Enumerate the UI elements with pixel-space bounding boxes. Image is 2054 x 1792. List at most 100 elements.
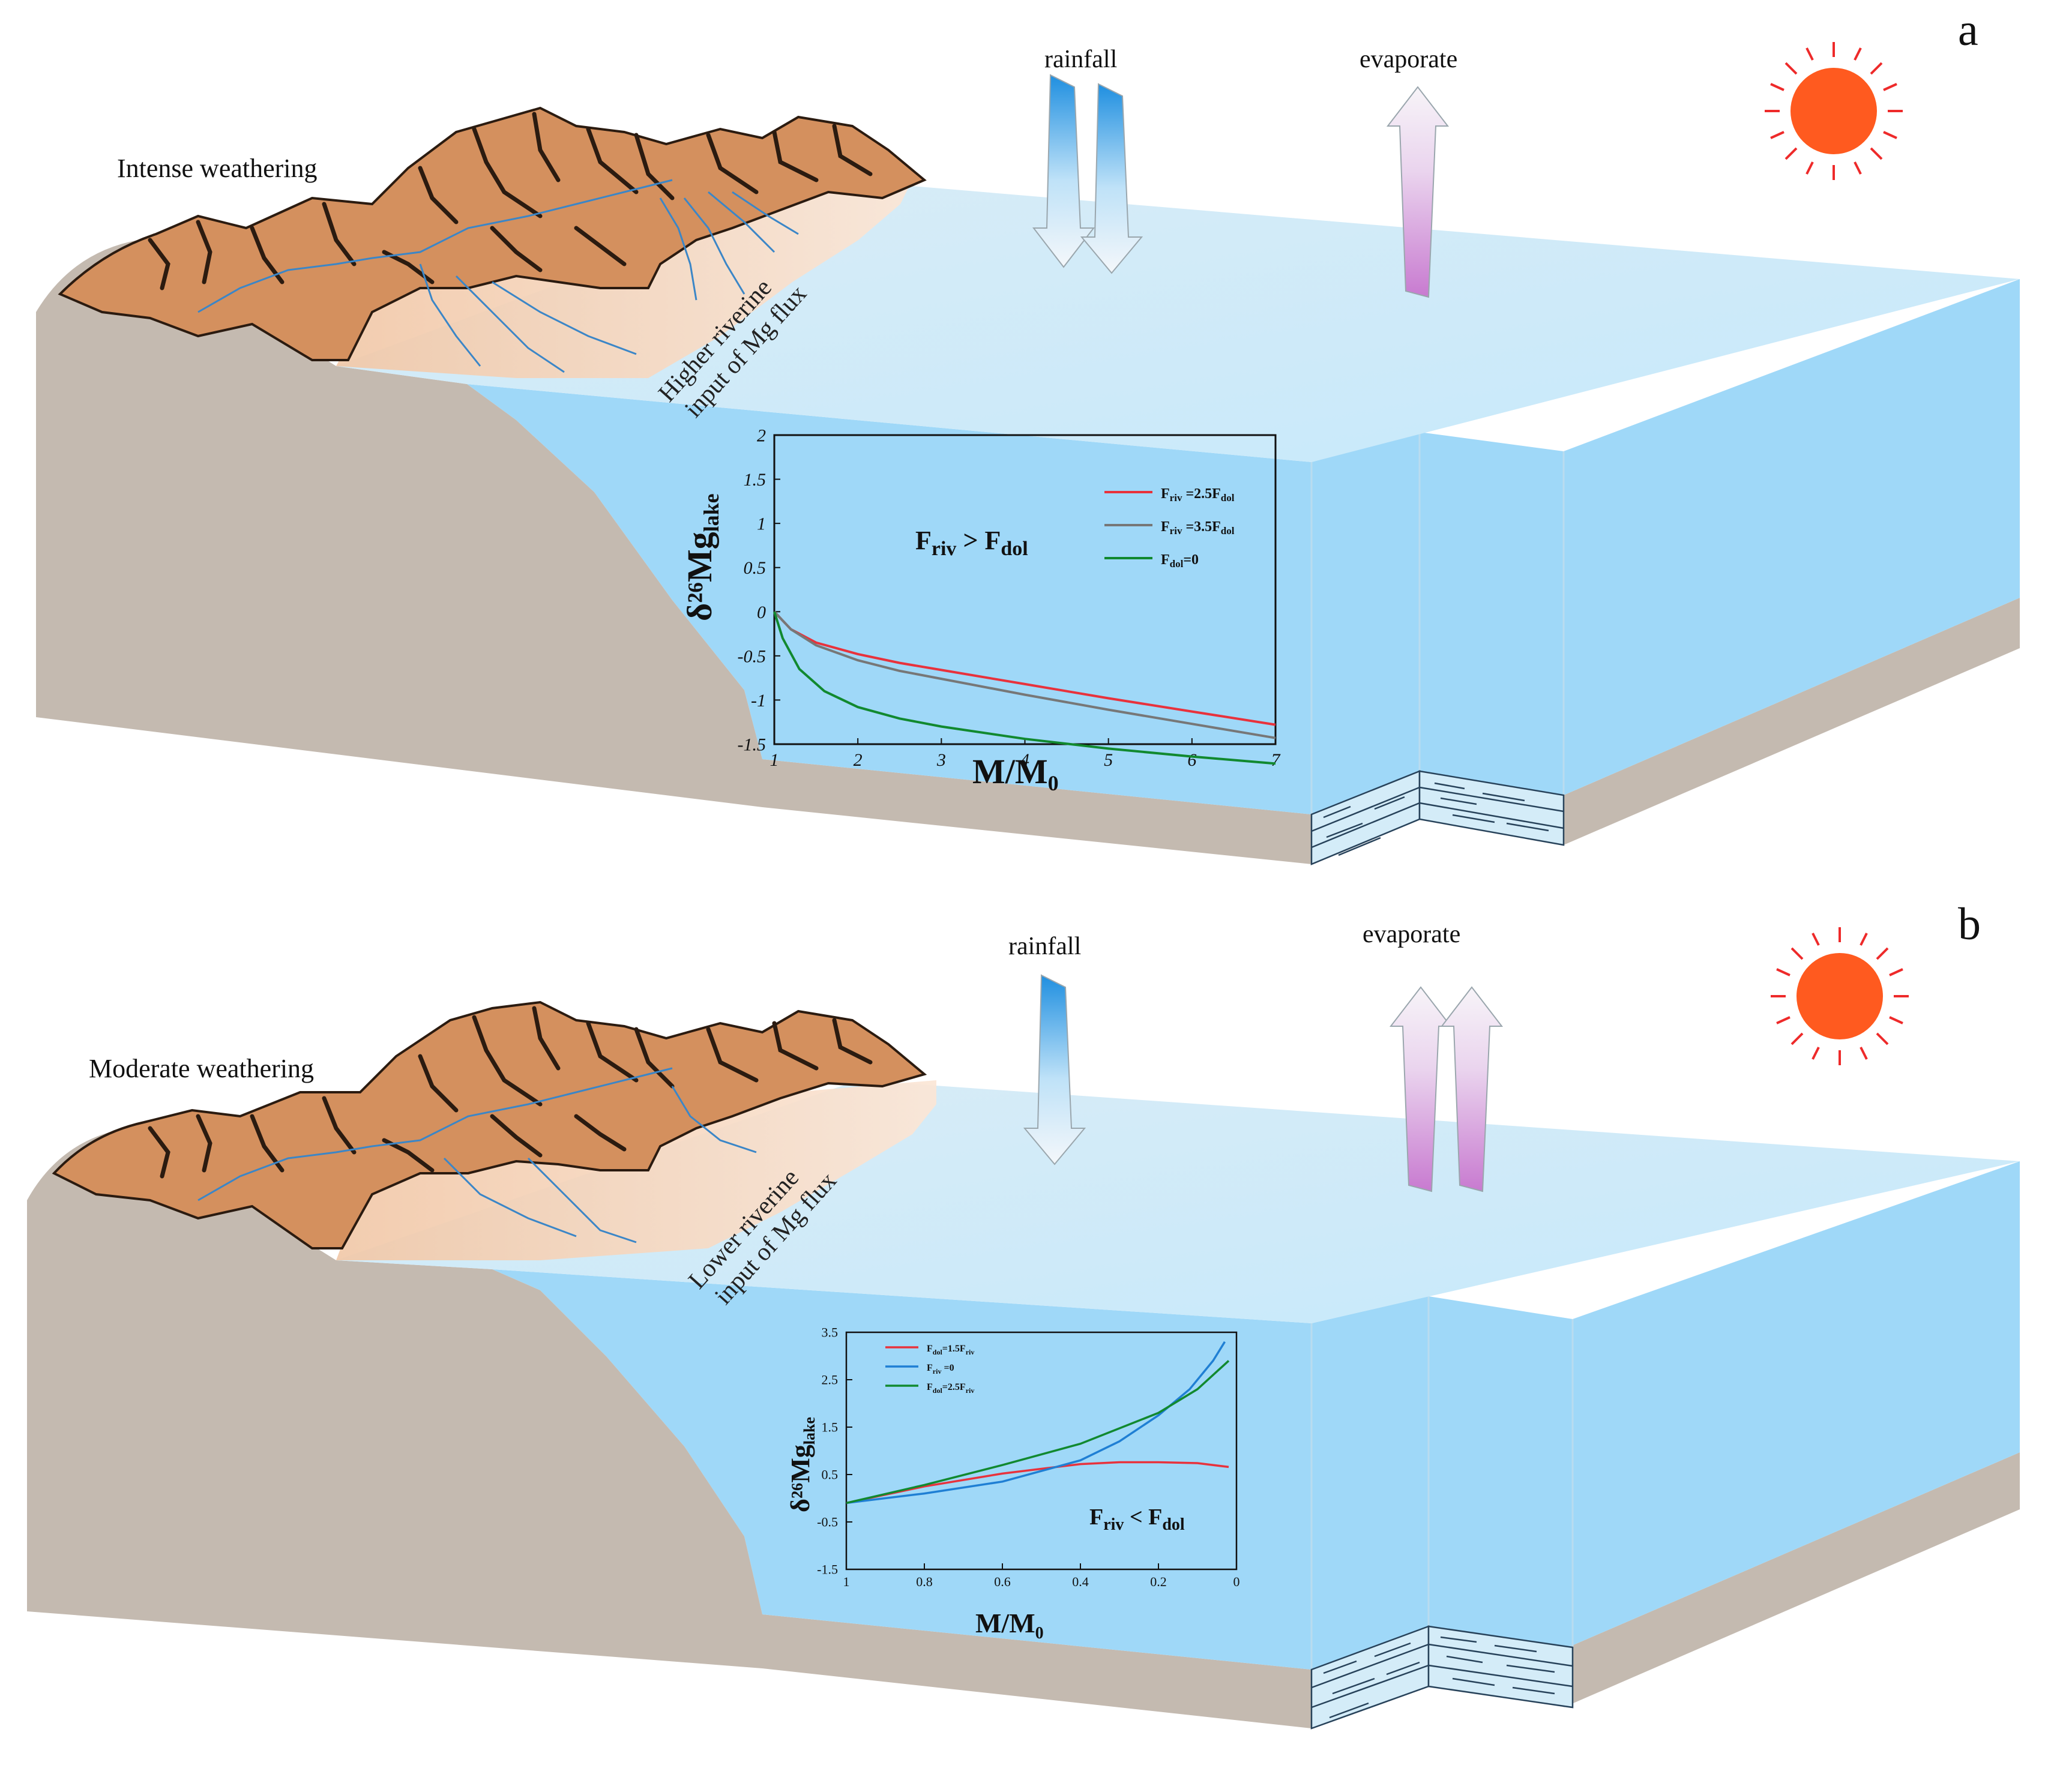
ylabel-sub: lake <box>801 1417 818 1445</box>
sun-icon <box>1771 927 1909 1065</box>
evaporate-arrows-b <box>1389 986 1504 1192</box>
lake-side-face <box>1312 1161 2020 1670</box>
ground-base-right <box>1564 598 2020 845</box>
panel-letter: a <box>1958 5 1978 55</box>
y-tick-label: 1.5 <box>822 1420 839 1435</box>
cond-op: > F <box>956 526 1001 555</box>
xlabel-sub: 0 <box>1035 1624 1044 1643</box>
x-tick-label: 0.4 <box>1072 1574 1089 1589</box>
svg-text:δ²⁶Mglake: δ²⁶Mglake <box>680 493 723 621</box>
cond-sub2: dol <box>1001 538 1028 560</box>
series-line-1 <box>846 1461 1229 1505</box>
series-line-3 <box>773 611 1276 765</box>
chart-b-frame <box>845 1331 1238 1571</box>
lake-front-face <box>467 384 1312 814</box>
rainfall-arrow-1 <box>1023 974 1086 1165</box>
evaporate-arrow-1 <box>1386 86 1450 298</box>
y-tick-label: 0.5 <box>822 1467 839 1482</box>
x-tick-label: 3 <box>936 750 946 770</box>
rainfall-arrows-b <box>1023 974 1086 1165</box>
rainfall-arrows-a <box>1032 74 1143 274</box>
panel-b: b rainfall evaporate Moderate weathering… <box>27 899 2020 1730</box>
panel-a: a rainfall evaporate Intense weathering … <box>36 5 2020 865</box>
evaporate-arrow-2 <box>1440 986 1504 1192</box>
rainfall-label: rainfall <box>1008 933 1081 960</box>
legend-entry: Fdol=2.5Friv <box>927 1382 974 1395</box>
chart-b-xlabel: M/M0 <box>975 1608 1044 1643</box>
x-tick-label: 2 <box>854 750 863 770</box>
legend-entry: Friv =3.5Fdol <box>1161 519 1235 537</box>
weathering-label: Intense weathering <box>117 154 318 183</box>
chart-a-ylabel: δ²⁶Mglake <box>680 493 723 621</box>
series-line-2 <box>773 610 1276 739</box>
y-tick-label: 3.5 <box>822 1325 839 1340</box>
legend-entry: Friv =0 <box>927 1363 954 1376</box>
y-tick-label: -0.5 <box>817 1515 838 1530</box>
y-tick-label: 2.5 <box>822 1373 839 1388</box>
chart-b-ylabel: δ²⁶Mglake <box>786 1417 818 1512</box>
cond-sub1: riv <box>932 538 957 560</box>
rainfall-arrow-1 <box>1032 74 1095 268</box>
y-tick-label: -1.5 <box>817 1562 838 1577</box>
river-network <box>197 179 799 373</box>
chart-a-condition: Friv > Fdol <box>915 526 1028 560</box>
series-line-2 <box>846 1341 1226 1505</box>
river-network <box>197 1067 757 1243</box>
x-tick-label: 6 <box>1187 750 1196 770</box>
ylabel-sub: lake <box>699 493 723 532</box>
ground-base-right <box>1564 1452 2020 1707</box>
lake-side-face <box>1312 279 2020 814</box>
chart-b-condition: Friv < Fdol <box>1089 1505 1185 1534</box>
panel-letter: b <box>1958 899 1981 949</box>
ylabel-main: δ²⁶Mg <box>786 1445 815 1512</box>
x-tick-label: 0.2 <box>1150 1574 1167 1589</box>
rock-cliff <box>36 240 762 807</box>
xlabel-sub: 0 <box>1048 771 1059 795</box>
y-tick-label: -0.5 <box>738 646 766 666</box>
y-tick-label: 2 <box>757 426 766 446</box>
xlabel-main: M/M <box>972 752 1048 791</box>
evaporate-label: evaporate <box>1363 921 1460 948</box>
legend-entry: Fdol=1.5Friv <box>927 1344 974 1356</box>
x-tick-label: 1 <box>770 750 779 770</box>
cond-sub2: dol <box>1162 1515 1185 1534</box>
cond-op: < F <box>1124 1505 1162 1530</box>
dolomite-block-b <box>1310 1625 1574 1730</box>
x-tick-label: 0.8 <box>916 1574 933 1589</box>
x-tick-label: 1 <box>843 1574 850 1589</box>
y-tick-label: -1 <box>751 691 766 711</box>
x-tick-label: 0 <box>1233 1574 1240 1589</box>
rock-cliff <box>27 1128 762 1668</box>
x-tick-label: 5 <box>1104 750 1113 770</box>
series-line-3 <box>846 1360 1230 1505</box>
mountain-ridges <box>148 112 873 290</box>
sun-icon <box>1765 42 1903 180</box>
ground-base <box>762 759 1312 864</box>
weathering-label: Moderate weathering <box>89 1054 314 1083</box>
rainfall-label: rainfall <box>1044 46 1117 73</box>
y-tick-label: 0.5 <box>744 558 766 578</box>
y-tick-label: 0 <box>757 603 766 622</box>
x-tick-label: 4 <box>1020 750 1029 770</box>
legend-entry: Fdol=0 <box>1161 552 1199 570</box>
cond-main: F <box>1089 1505 1103 1530</box>
evaporate-arrows-a <box>1386 86 1450 298</box>
x-tick-label: 7 <box>1271 750 1281 770</box>
y-tick-label: -1.5 <box>738 735 766 755</box>
y-tick-label: 1.5 <box>744 470 766 490</box>
rainfall-arrow-2 <box>1080 83 1143 274</box>
xlabel-main: M/M <box>975 1608 1035 1638</box>
chart-b: 3.5 2.5 1.5 0.5 -0.5 -1.5 1 0.8 0.6 0.4 0.2 0 δ²⁶Mg… <box>786 1325 1240 1643</box>
dolomite-block-a <box>1310 770 1565 865</box>
y-tick-label: 1 <box>757 514 766 534</box>
x-tick-label: 0.6 <box>994 1574 1011 1589</box>
evaporate-label: evaporate <box>1360 46 1457 73</box>
ylabel-main: δ²⁶Mg <box>680 532 719 621</box>
svg-text:δ²⁶Mglake: δ²⁶Mglake <box>786 1417 818 1512</box>
cond-main: F <box>915 526 932 555</box>
chart-a-xlabel: M/M0 <box>972 752 1059 795</box>
cond-sub1: riv <box>1103 1515 1124 1534</box>
legend-entry: Friv =2.5Fdol <box>1161 486 1235 504</box>
